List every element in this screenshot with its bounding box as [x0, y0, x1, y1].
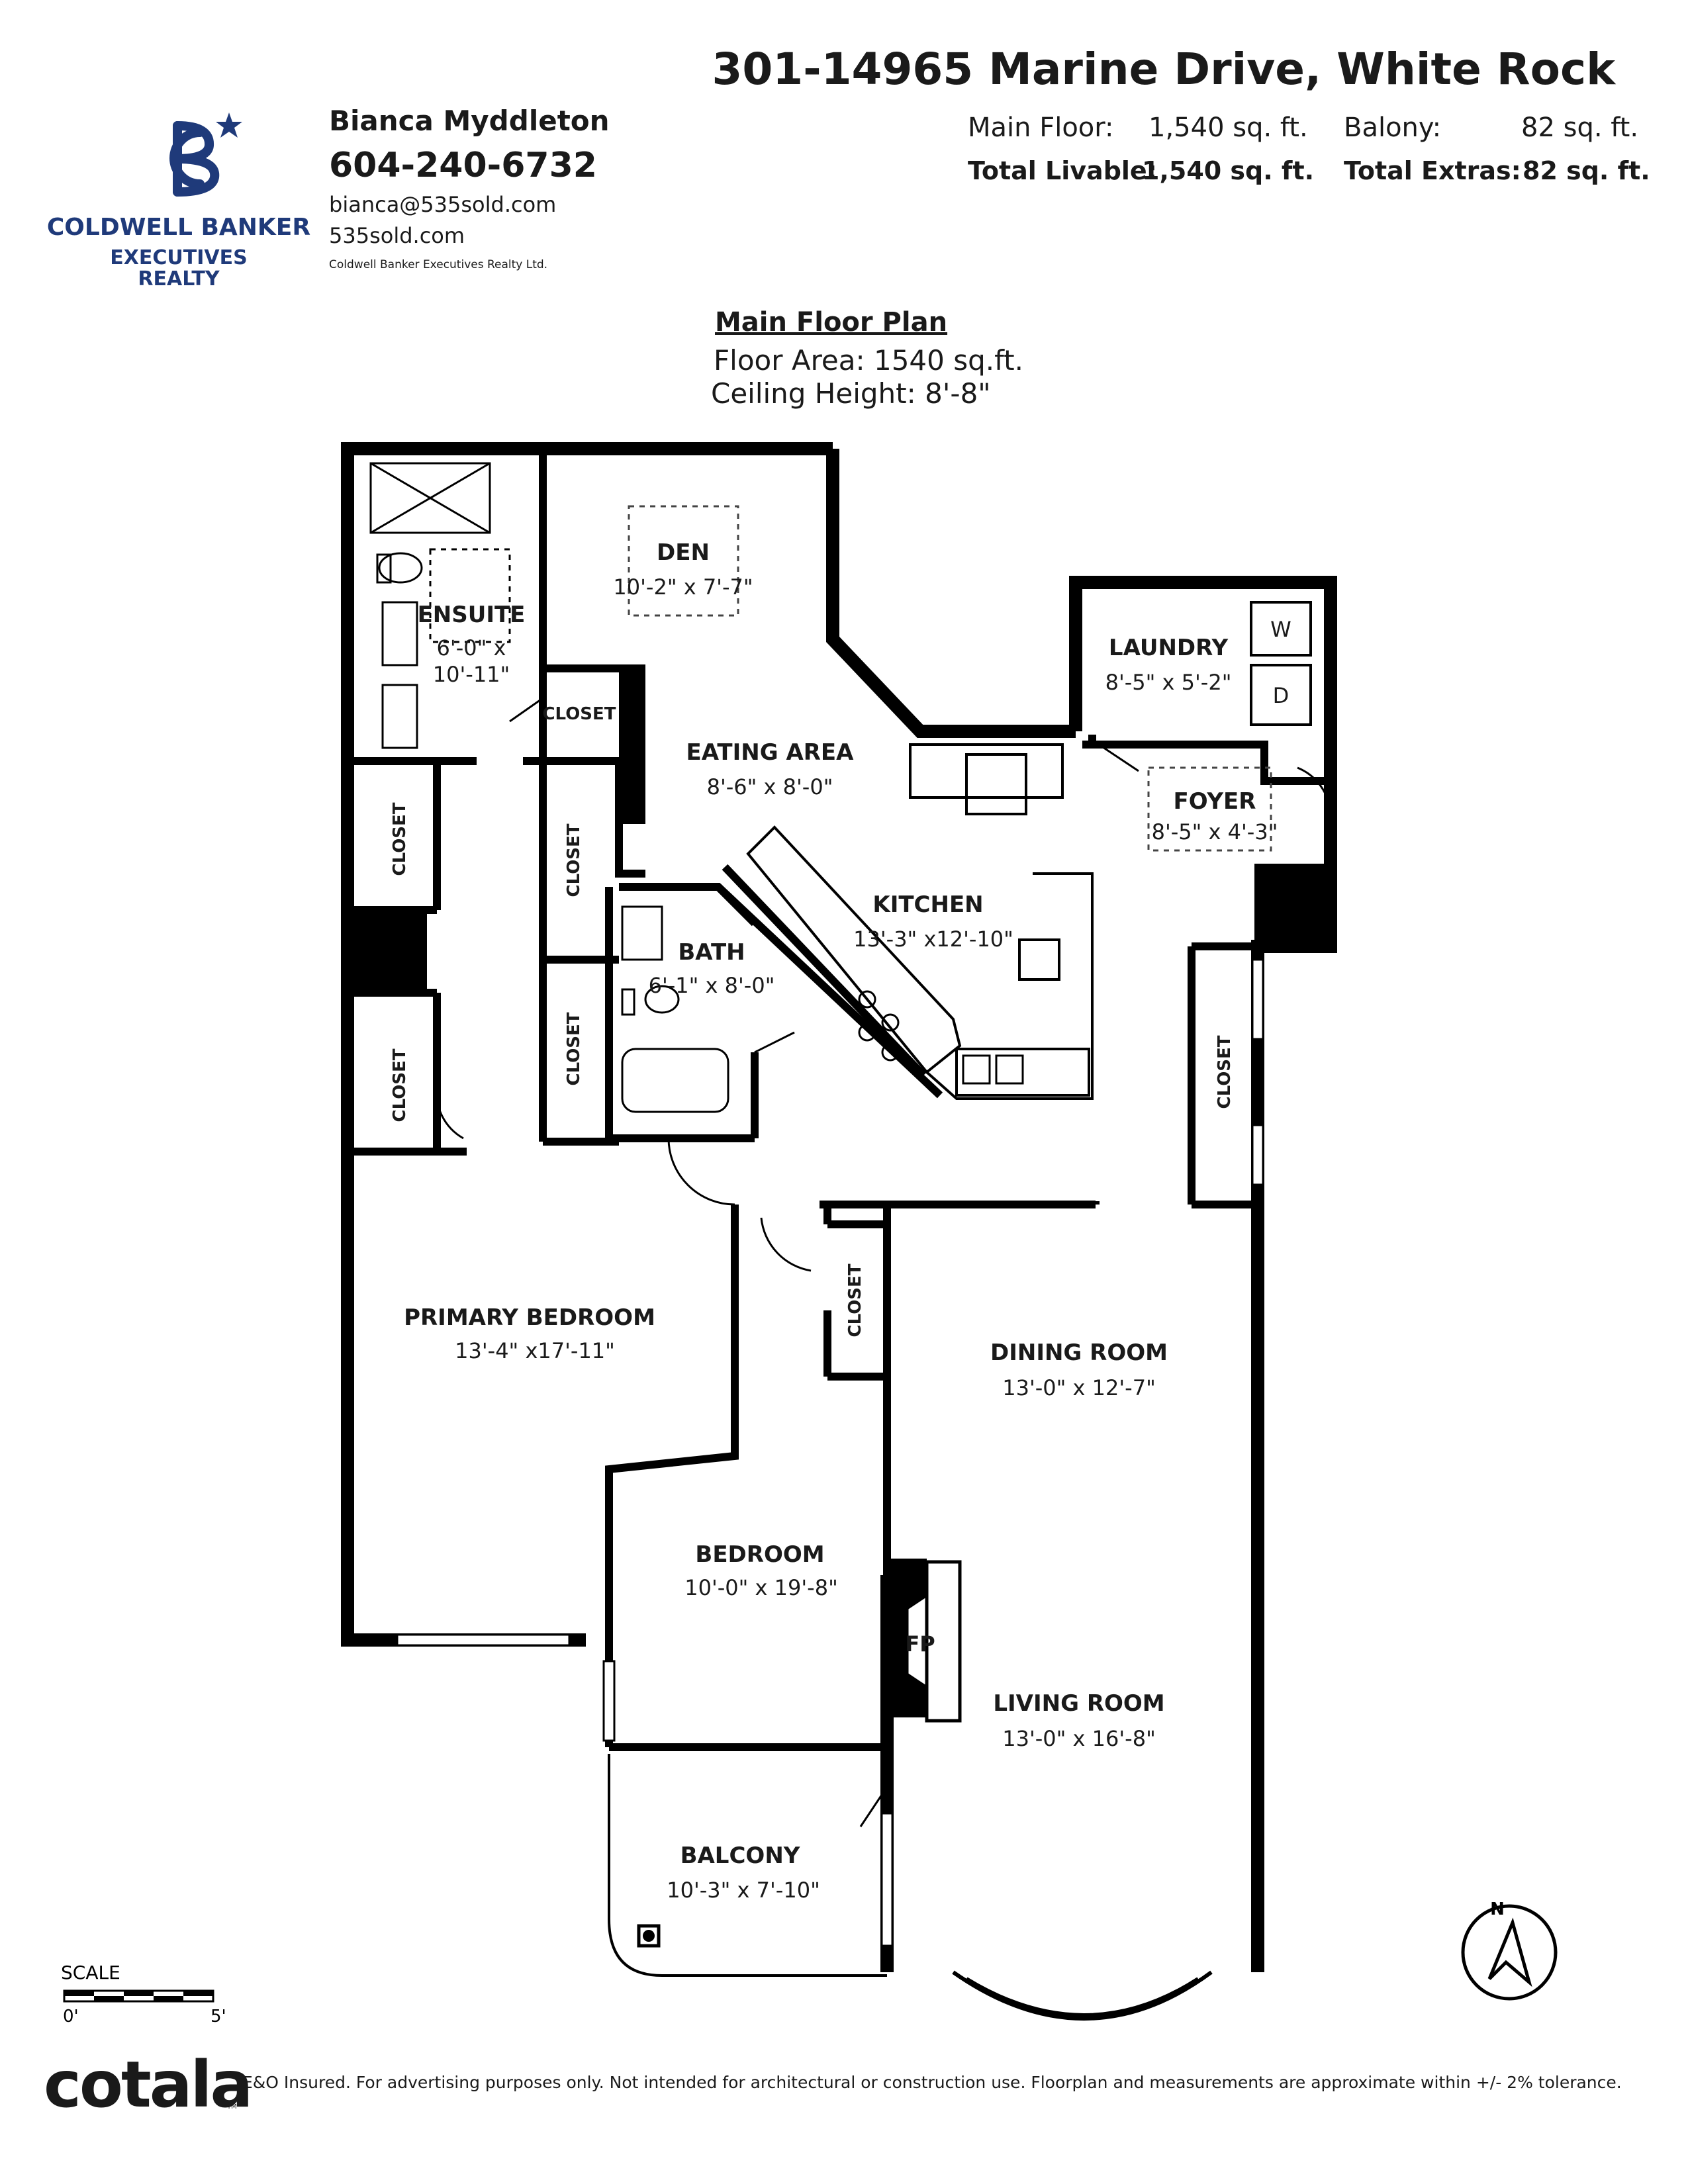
room-bath-dims: 6'-1" x 8'-0": [649, 973, 775, 998]
room-laundry-dims: 8'-5" x 5'-2": [1105, 670, 1232, 695]
cotala-logo: cotala: [44, 2048, 253, 2122]
brand-line-1: COLDWELL BANKER: [46, 214, 311, 241]
cotala-tm: TM: [227, 2103, 237, 2111]
room-dining-dims: 13'-0" x 12'-7": [1002, 1375, 1156, 1400]
room-bath-name: BATH: [678, 939, 745, 966]
total-extras-value: 82 sq. ft.: [1523, 156, 1650, 185]
label-closet-1: CLOSET: [390, 802, 410, 876]
brand-logo: COLDWELL BANKER EXECUTIVES REALTY: [46, 106, 311, 289]
label-closet-3: CLOSET: [564, 1012, 584, 1085]
kitchen-sink-icon: [962, 1054, 1024, 1085]
scale-bar: SCALE 0' 5': [61, 1962, 226, 2026]
agent-email[interactable]: bianca@535sold.com: [329, 192, 557, 217]
label-dryer: D: [1273, 683, 1289, 708]
label-closet-6: CLOSET: [845, 1263, 865, 1337]
door-swings: [435, 697, 1332, 1827]
compass-north: N: [1490, 1899, 1505, 1919]
bath-fixtures: [621, 905, 729, 1113]
windows: [396, 958, 1264, 1947]
label-closet-ensuite: CLOSET: [542, 704, 616, 724]
fireplace-icon: [905, 1560, 962, 1723]
listing-address: 301-14965 Marine Drive, White Rock: [712, 44, 1615, 95]
main-floor-label: Main Floor:: [968, 113, 1114, 143]
room-dining-name: DINING ROOM: [990, 1340, 1168, 1366]
room-living-dims: 13'-0" x 16'-8": [1002, 1726, 1156, 1751]
label-closet-5: CLOSET: [1215, 1035, 1235, 1109]
agent-brokerage: Coldwell Banker Executives Realty Ltd.: [329, 258, 548, 271]
plan-ceiling-height: Ceiling Height: 8'-8": [711, 377, 991, 410]
solid-wall-fills: [348, 665, 1331, 1717]
room-ensuite-dims2: 10'-11": [433, 662, 510, 687]
room-eating-dims: 8'-6" x 8'-0": [707, 774, 833, 799]
plan-floor-area: Floor Area: 1540 sq.ft.: [714, 344, 1023, 377]
room-kitchen-dims: 13'-3" x12'-10": [853, 927, 1013, 952]
room-kitchen-name: KITCHEN: [872, 891, 983, 918]
room-laundry-name: LAUNDRY: [1109, 635, 1229, 661]
label-washer: W: [1270, 617, 1291, 642]
agent-name: Bianca Myddleton: [329, 105, 610, 137]
room-ensuite-dims1: 6'-0" x: [437, 635, 506, 660]
balcony-value: 82 sq. ft.: [1521, 113, 1639, 143]
room-balcony-name: BALCONY: [680, 1843, 800, 1869]
scale-label: SCALE: [61, 1962, 120, 1983]
ensuite-fixtures: [369, 462, 511, 749]
room-eating-name: EATING AREA: [686, 739, 855, 766]
kitchen-counter: [746, 743, 1094, 1100]
room-bedroom-name: BEDROOM: [695, 1541, 824, 1568]
plan-title: Main Floor Plan: [715, 307, 948, 338]
agent-phone[interactable]: 604-240-6732: [329, 146, 597, 185]
room-primary-name: PRIMARY BEDROOM: [404, 1304, 655, 1331]
compass-icon: N: [1461, 1899, 1558, 2001]
room-foyer-name: FOYER: [1174, 788, 1256, 815]
footer-disclaimer: E&O Insured. For advertising purposes on…: [242, 2073, 1622, 2092]
balcony-outline: [608, 1754, 887, 1977]
room-foyer-dims: 8'-5" x 4'-3": [1152, 819, 1278, 844]
label-closet-4: CLOSET: [390, 1048, 410, 1122]
room-balcony-dims: 10'-3" x 7'-10": [667, 1878, 820, 1903]
total-livable-value: 1,540 sq. ft.: [1142, 156, 1315, 185]
label-closet-2: CLOSET: [564, 823, 584, 897]
room-primary-dims: 13'-4" x17'-11": [455, 1338, 615, 1363]
total-extras-label: Total Extras:: [1344, 156, 1521, 185]
brand-line-3: REALTY: [138, 267, 220, 291]
interior-walls: [348, 449, 1331, 1972]
laundry-machines: [1250, 601, 1312, 726]
room-living-name: LIVING ROOM: [993, 1690, 1164, 1717]
room-den-dims: 10'-2" x 7'-7": [613, 574, 753, 600]
label-fireplace: FP: [905, 1631, 935, 1657]
brand-line-2: EXECUTIVES: [110, 246, 248, 269]
room-bedroom-dims: 10'-0" x 19'-8": [684, 1575, 838, 1600]
room-den-name: DEN: [657, 539, 710, 566]
bay-window: [952, 1970, 1213, 2021]
total-livable-label: Total Livable:: [968, 156, 1157, 185]
room-labels: DEN 10'-2" x 7'-7" ENSUITE 6'-0" x 10'-1…: [404, 539, 1291, 1903]
balcony-label: Balony:: [1344, 113, 1442, 143]
scale-end: 5': [211, 2007, 226, 2026]
room-ensuite-name: ENSUITE: [418, 602, 526, 628]
stove-burners-icon: [858, 990, 900, 1062]
agent-website[interactable]: 535sold.com: [329, 223, 465, 248]
dashed-markers: [628, 505, 1272, 852]
scale-start: 0': [63, 2007, 79, 2026]
closet-labels: CLOSET CLOSET CLOSET CLOSET CLOSET CLOSE…: [390, 802, 1235, 1337]
main-floor-value: 1,540 sq. ft.: [1149, 113, 1308, 143]
coldwell-banker-logo-icon: [169, 113, 242, 197]
